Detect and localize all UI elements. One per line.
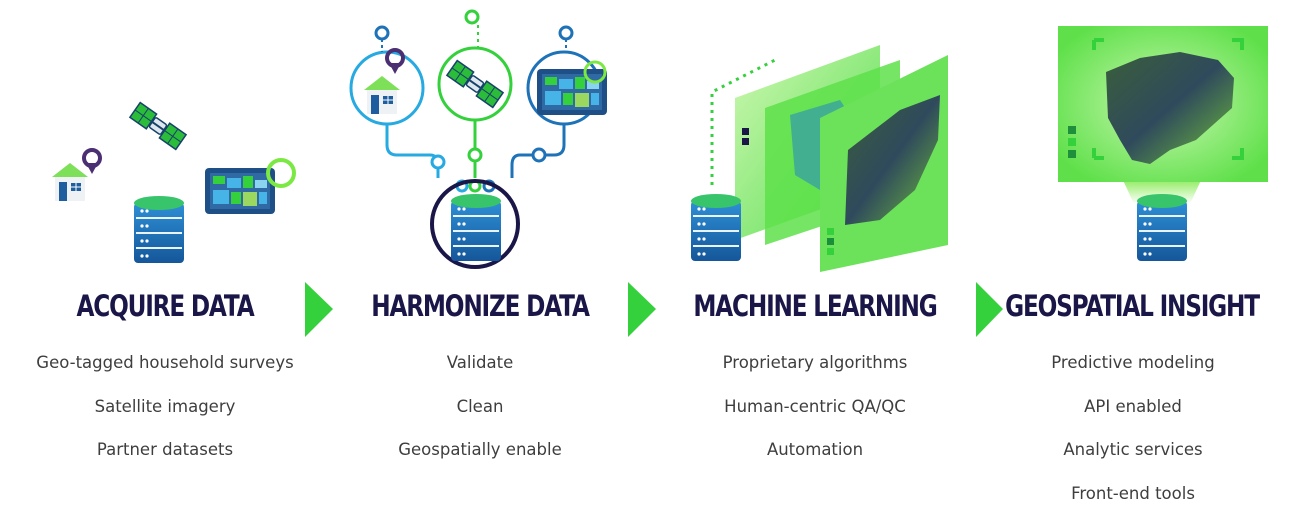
- map-tablet-icon: [205, 158, 296, 214]
- stage-title-machine-learning: MACHINE LEARNING: [693, 289, 937, 323]
- list-item: Validate: [446, 353, 514, 372]
- stage-list-acquire: Geo-tagged household surveys Satellite i…: [0, 349, 330, 480]
- list-item: Geospatially enable: [398, 440, 562, 460]
- list-item: Analytic services: [1063, 440, 1203, 460]
- list-item: Automation: [766, 440, 864, 460]
- list-item: API enabled: [1084, 396, 1182, 416]
- map-tablet-icon: [526, 25, 607, 126]
- process-illustration: [51, 9, 1268, 337]
- house-pin-icon: [349, 25, 425, 126]
- list-item: Predictive modeling: [1051, 353, 1215, 372]
- list-item: Geo-tagged household surveys: [36, 353, 294, 372]
- satellite-icon: [437, 9, 513, 122]
- stage-list-machine-learning: Proprietary algorithms Human-centric QA/…: [650, 349, 980, 480]
- database-icon: [690, 193, 742, 262]
- list-item: Satellite imagery: [94, 396, 236, 416]
- stage-list-geospatial-insight: Predictive modeling API enabled Analytic…: [988, 349, 1278, 524]
- stage-title-acquire: ACQUIRE DATA: [76, 289, 255, 323]
- chevron-right-arrow-icon: [628, 282, 656, 337]
- stage-list-harmonize: Validate Clean Geospatially enable: [315, 349, 645, 480]
- list-item: Clean: [456, 396, 504, 416]
- list-item: Partner datasets: [96, 440, 234, 460]
- house-pin-icon: [51, 136, 104, 202]
- database-icon: [133, 195, 185, 264]
- list-item: Human-centric QA/QC: [724, 396, 906, 416]
- satellite-icon: [128, 101, 188, 151]
- database-icon: [430, 179, 520, 269]
- country-map-icon: [1058, 26, 1268, 204]
- list-item: Proprietary algorithms: [722, 353, 908, 372]
- chevron-right-arrow-icon: [305, 282, 333, 337]
- list-item: Front-end tools: [1071, 484, 1195, 504]
- chevron-right-arrow-icon: [976, 282, 1003, 337]
- database-icon: [1136, 193, 1188, 262]
- stage-title-geospatial-insight: GEOSPATIAL INSIGHT: [1005, 289, 1260, 323]
- stage-title-harmonize: HARMONIZE DATA: [371, 289, 590, 323]
- map-layers-icon: [710, 45, 948, 272]
